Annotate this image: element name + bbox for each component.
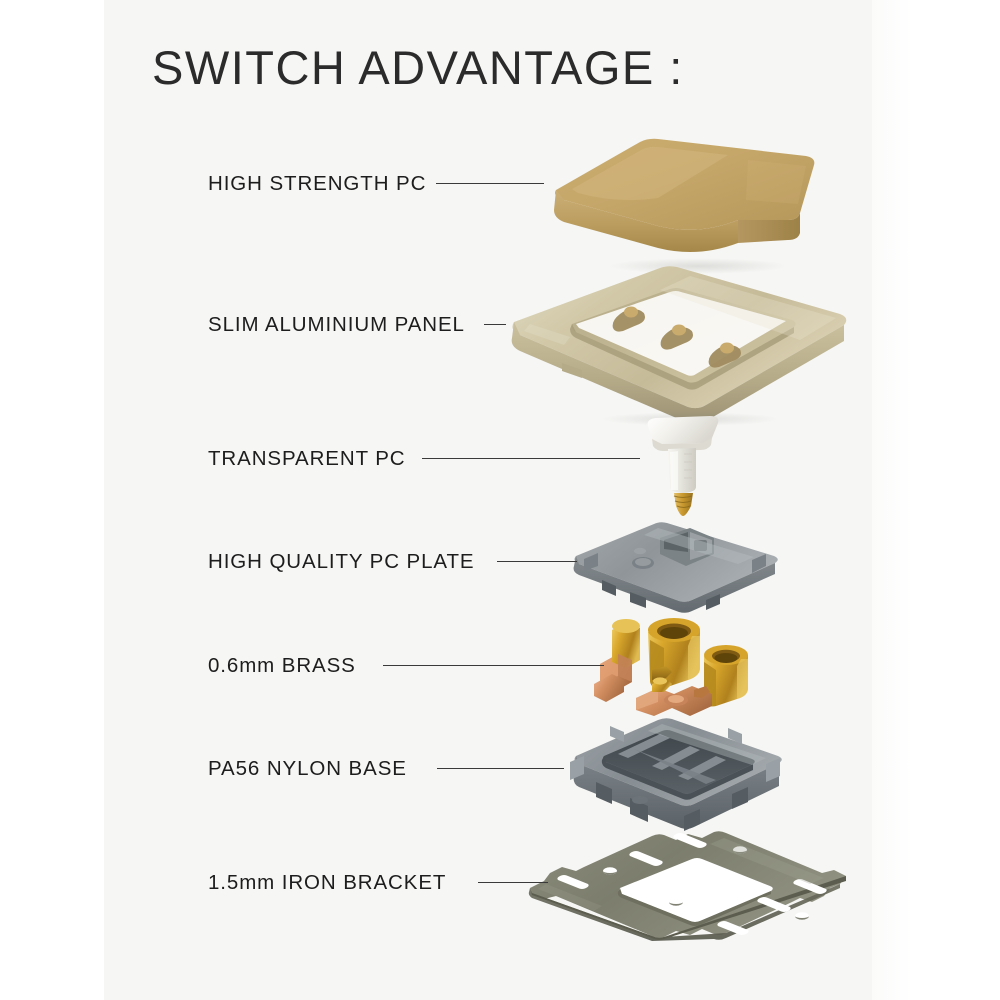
iron-bracket [524,826,854,958]
cover-shadow [608,258,788,274]
nylon-base [566,712,786,834]
gold-rocker-cover [548,138,858,278]
callout-label-transparent-pc: TRANSPARENT PC [208,447,406,470]
leader-line-brass [383,665,604,666]
transparent-pc-knob [636,414,736,520]
callout-label-slim-aluminium-panel: SLIM ALUMINIUM PANEL [208,313,465,336]
callout-label-iron-bracket: 1.5mm IRON BRACKET [208,871,447,894]
leader-line-high-strength-pc [436,183,544,184]
leader-line-high-quality-pc-plate [497,561,577,562]
leader-line-slim-aluminium-panel [484,324,506,325]
champagne-aluminium-panel [500,262,860,432]
callout-label-pa56-nylon-base: PA56 NYLON BASE [208,757,407,780]
callout-label-high-quality-pc-plate: HIGH QUALITY PC PLATE [208,550,475,573]
callout-label-high-strength-pc: HIGH STRENGTH PC [208,172,427,195]
callout-label-brass: 0.6mm BRASS [208,654,356,677]
page-title: SWITCH ADVANTAGE : [152,41,684,94]
leader-line-iron-bracket [478,882,548,883]
leader-line-transparent-pc [422,458,640,459]
background-fade-edge [872,0,912,1000]
leader-line-pa56-nylon-base [437,768,564,769]
gray-pc-plate [568,516,783,613]
brass-contacts [588,606,778,724]
